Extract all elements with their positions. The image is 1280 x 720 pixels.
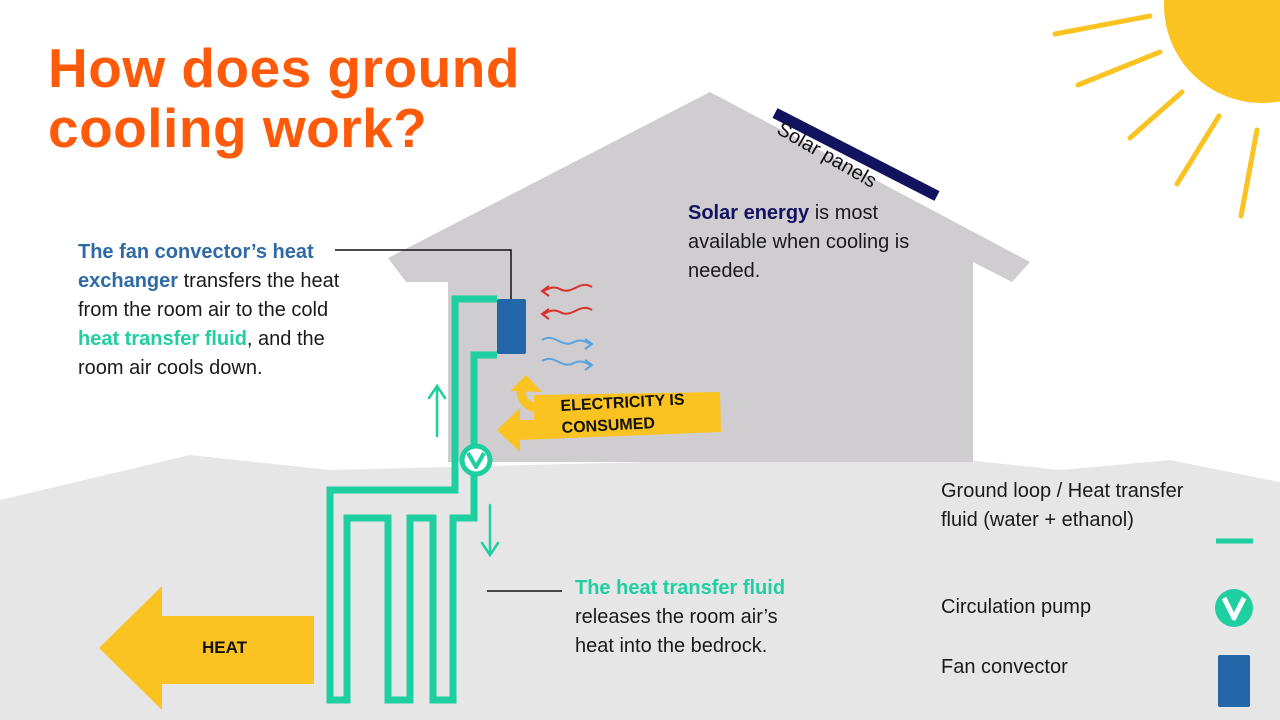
title-line-2: cooling work? <box>48 97 428 159</box>
legend-fan-convector-icon <box>1218 655 1250 707</box>
fluid-text-bold: The heat transfer fluid <box>575 577 786 599</box>
solar-energy-text: Solar energy is most available when cool… <box>688 199 948 286</box>
pump-icon <box>459 443 493 477</box>
fan-text-bold-1: The fan convector’s heat exchanger <box>78 241 314 292</box>
fan-convector-text: The fan convector’s heat exchanger trans… <box>78 238 368 383</box>
fan-text-bold-2: heat transfer fluid <box>78 328 247 350</box>
cool-air-icon <box>541 336 594 371</box>
fan-convector-icon <box>497 299 526 354</box>
fan-callout-line <box>335 249 512 300</box>
solar-panel <box>772 108 940 201</box>
warm-air-icon <box>540 283 593 320</box>
legend-ground-loop-label: Ground loop / Heat transfer fluid (water… <box>941 480 1184 531</box>
heat-label: HEAT <box>202 638 248 657</box>
electricity-label: ELECTRICITY IS CONSUMED <box>560 390 686 440</box>
ground-area <box>0 455 1280 720</box>
fluid-text-rest: releases the room air’s heat into the be… <box>575 606 778 657</box>
fan-text-mid-2: , and the room air cools down. <box>78 328 325 379</box>
house-shape <box>388 92 1030 462</box>
fan-text-mid-1: transfers the heat from the room air to … <box>78 270 340 321</box>
legend-pump-icon <box>1215 589 1253 627</box>
legend-pump-label: Circulation pump <box>941 596 1092 618</box>
heat-arrow <box>99 586 314 710</box>
page-title: How does ground cooling work? <box>48 38 520 158</box>
down-arrow-icon <box>480 503 500 558</box>
ground-loop <box>326 295 497 704</box>
heat-fluid-text: The heat transfer fluid releases the roo… <box>575 574 790 661</box>
legend-fan-label: Fan convector <box>941 656 1068 678</box>
solar-energy-rest: is most available when cooling is needed… <box>688 202 910 282</box>
sun-icon <box>1052 0 1280 219</box>
title-line-1: How does ground <box>48 37 520 99</box>
electricity-arrow <box>497 375 721 452</box>
solar-energy-bold: Solar energy <box>688 202 810 224</box>
up-arrow-icon <box>427 383 447 438</box>
